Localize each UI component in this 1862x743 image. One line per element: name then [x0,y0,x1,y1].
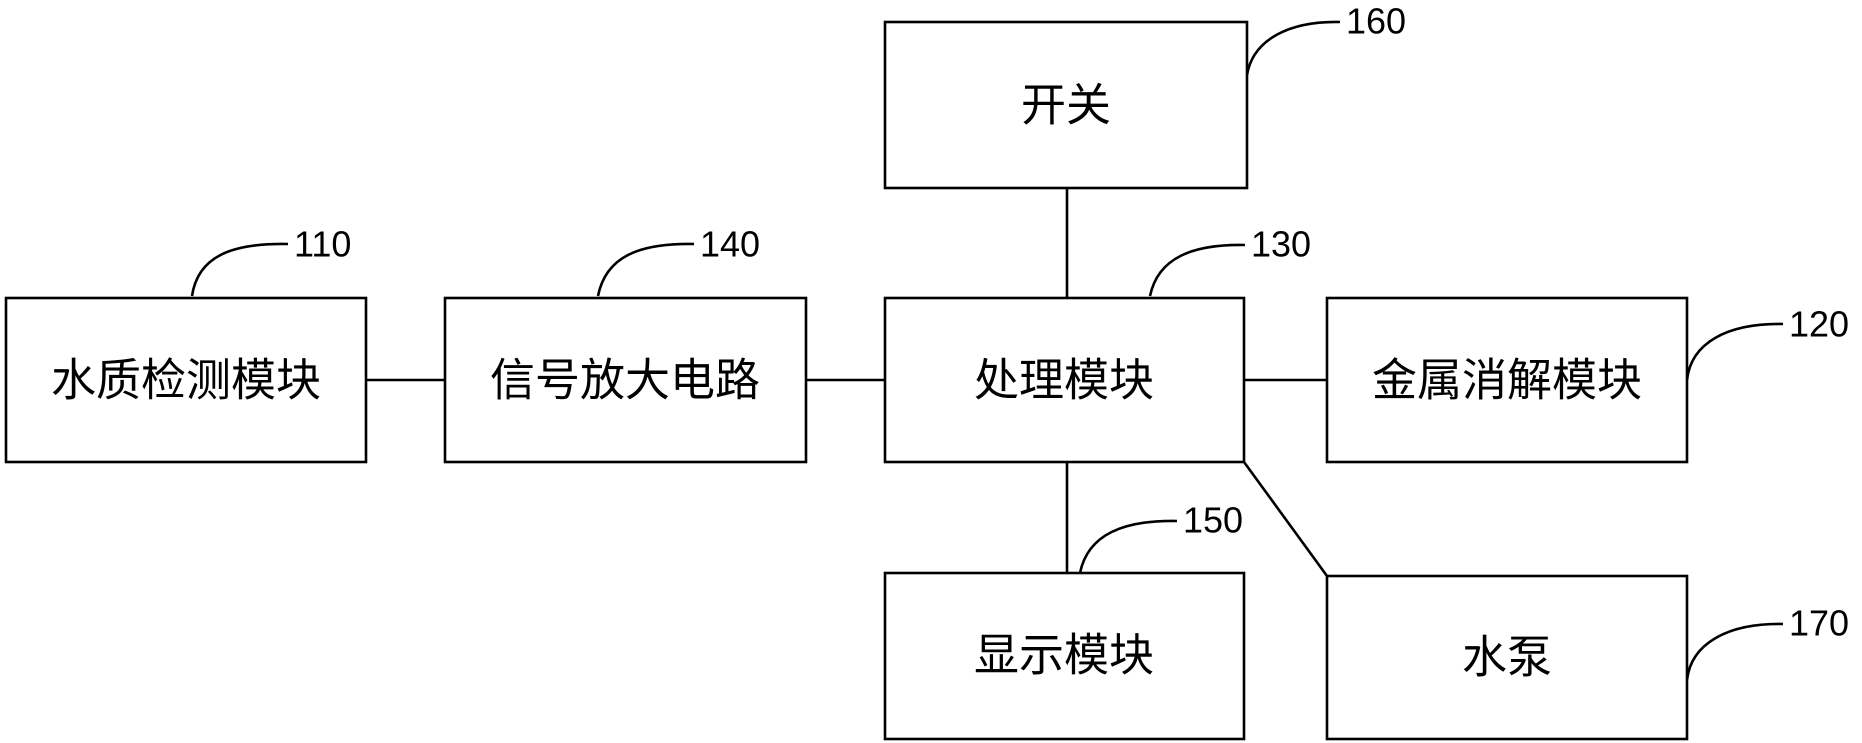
block-display-rect [883,571,1246,741]
block-metal-digestion-label: 金属消解模块 [1372,354,1642,407]
reference-numerals: 110 140 130 160 120 150 170 [294,1,1849,644]
connectors [366,188,1329,577]
block-switch: 开关 [883,20,1249,190]
ref-110: 110 [294,224,351,265]
ref-120: 120 [1789,304,1849,345]
leader-110 [190,242,289,297]
leader-lines [190,20,1784,681]
leader-170 [1685,622,1784,681]
ref-150: 150 [1183,500,1243,541]
block-switch-label: 开关 [1021,79,1111,132]
block-signal-amp-rect [443,296,808,464]
ref-160: 160 [1346,1,1406,42]
block-water-pump: 水泵 [1325,574,1689,741]
block-water-pump-label: 水泵 [1462,631,1552,684]
block-processing: 处理模块 [883,296,1246,464]
block-processing-rect [883,296,1246,464]
block-water-quality-label: 水质检测模块 [51,354,321,407]
leader-150 [1078,519,1178,574]
block-water-quality: 水质检测模块 [4,296,368,464]
leader-120 [1685,322,1784,381]
ref-130: 130 [1251,224,1311,265]
block-water-quality-rect [4,296,368,464]
leader-140 [596,242,695,297]
ref-170: 170 [1789,603,1849,644]
block-metal-digestion-rect [1325,296,1689,464]
ref-140: 140 [700,224,760,265]
block-display-label: 显示模块 [974,629,1154,682]
leader-130 [1148,243,1246,297]
block-display: 显示模块 [883,571,1246,741]
block-signal-amp: 信号放大电路 [443,296,808,464]
leader-160 [1245,20,1341,76]
block-switch-rect [883,20,1249,190]
block-signal-amp-label: 信号放大电路 [490,354,760,407]
block-processing-label: 处理模块 [974,354,1154,407]
block-metal-digestion: 金属消解模块 [1325,296,1689,464]
connector-processing-to-water-pump [1242,461,1329,577]
block-water-pump-rect [1325,574,1689,741]
